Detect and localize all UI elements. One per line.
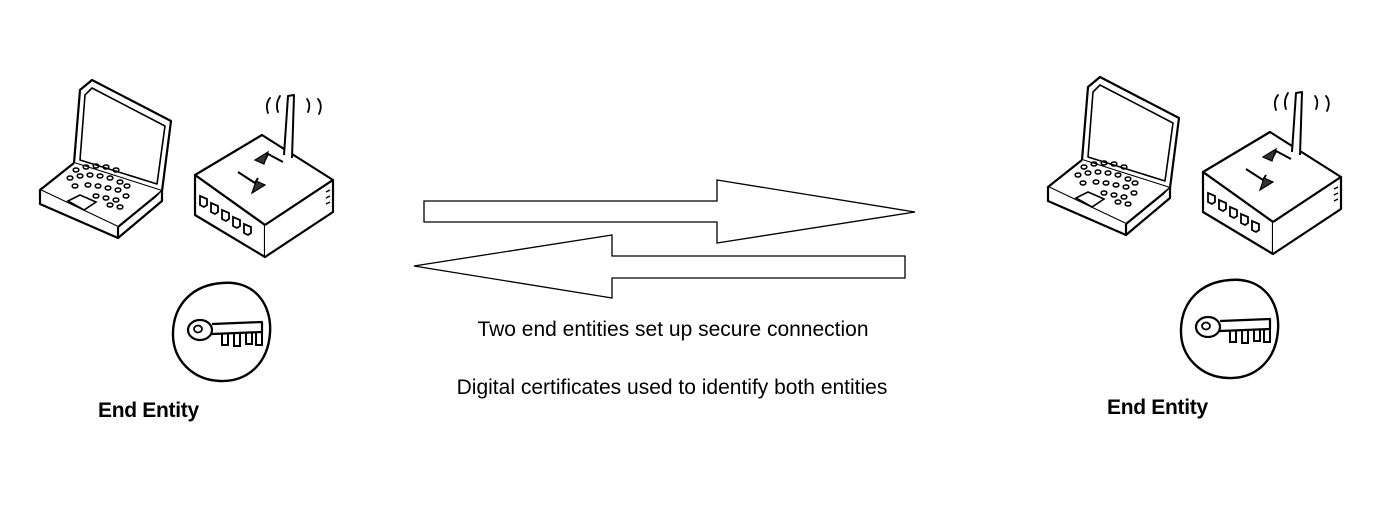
wireless-router-icon <box>193 93 335 259</box>
wireless-router-icon <box>1201 90 1343 256</box>
certificate-caption: Digital certificates used to identify bo… <box>456 376 888 399</box>
laptop-icon <box>38 78 173 240</box>
right-entity-label: End Entity <box>1107 396 1208 419</box>
key-icon <box>1179 278 1280 380</box>
connection-caption: Two end entities set up secure connectio… <box>477 318 869 341</box>
right-entity <box>1046 75 1343 380</box>
arrow-left-icon <box>413 234 906 299</box>
arrow-right-icon <box>423 179 916 244</box>
left-entity <box>38 78 335 383</box>
laptop-icon <box>1046 75 1181 237</box>
left-entity-label: End Entity <box>98 399 199 422</box>
key-icon <box>171 281 272 383</box>
